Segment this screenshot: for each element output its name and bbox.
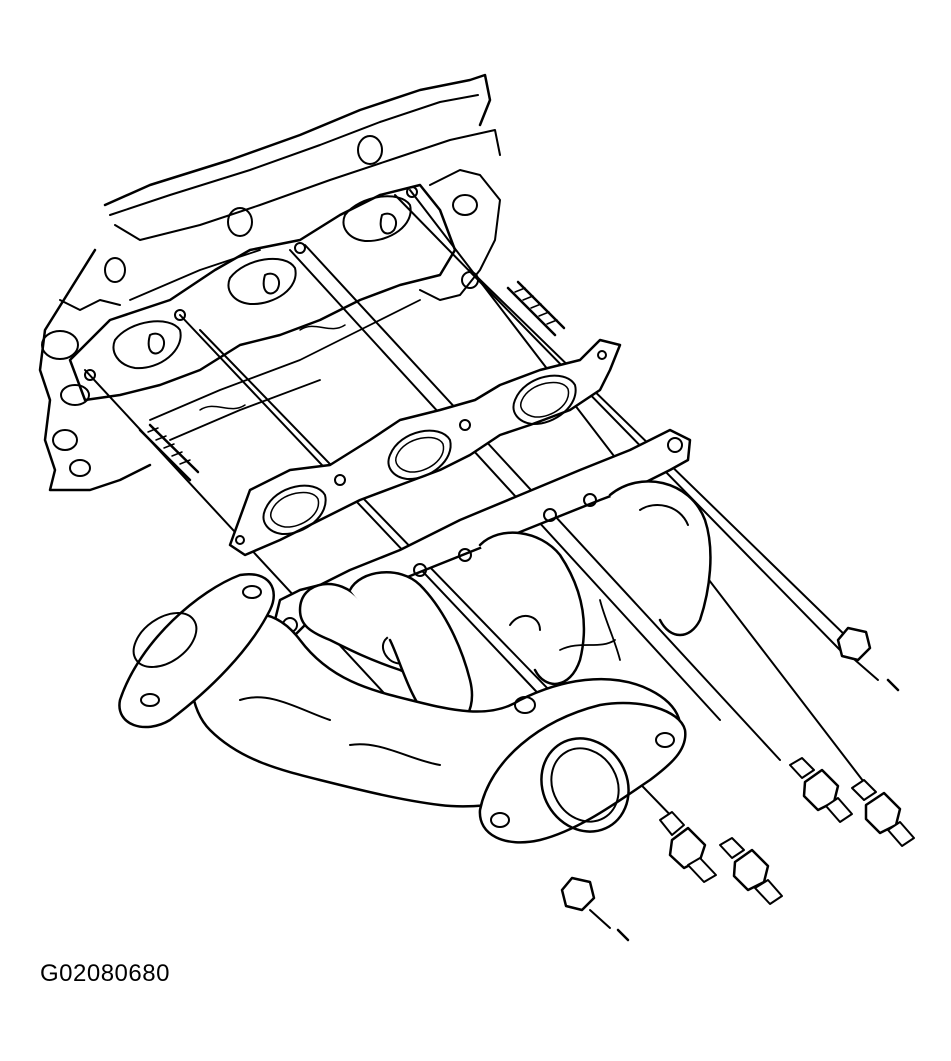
head-stud-right <box>506 280 566 337</box>
exhaust-manifold-gasket <box>228 338 622 557</box>
manifold-stud-nut-1 <box>659 811 717 883</box>
outlet-flange-right <box>478 696 687 844</box>
head-stud-left <box>138 423 200 482</box>
cylinder-head <box>38 73 501 492</box>
manifold-nut-top-right <box>836 626 900 692</box>
manifold-stud-nut-4 <box>851 779 915 847</box>
manifold-nut-bottom-left <box>560 876 630 942</box>
manifold-stud-nut-2 <box>719 837 783 905</box>
outlet-flange-left <box>118 572 275 729</box>
head-exhaust-flange <box>68 183 457 402</box>
figure-code-label: G02080680 <box>40 960 170 987</box>
manifold-stud-nut-3 <box>789 757 853 823</box>
